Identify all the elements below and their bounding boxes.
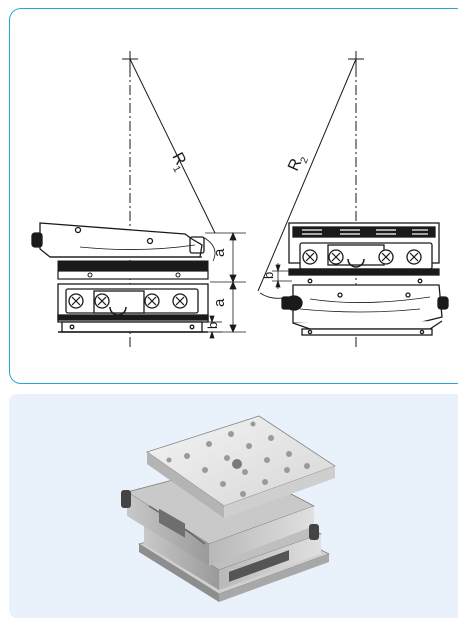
svg-text:1: 1 — [170, 164, 183, 174]
technical-drawing: R 1 R 2 a a b b — [31, 51, 449, 349]
right-lower-body — [281, 284, 449, 336]
dim-a-lower-label: a — [211, 298, 228, 307]
right-top-body — [288, 222, 440, 284]
right-radius-line — [257, 58, 357, 292]
left-rail — [57, 260, 209, 272]
svg-text:2: 2 — [299, 155, 311, 165]
right-dimension-b — [259, 263, 292, 299]
left-dimension-b — [208, 315, 222, 339]
product-photo-panel — [9, 394, 458, 618]
left-radius-label: R 1 — [168, 150, 188, 175]
dim-b-right-label: b — [261, 272, 276, 279]
dim-b-left-label: b — [205, 322, 220, 329]
right-radius-label: R 2 — [285, 155, 311, 173]
left-dimension-a — [205, 231, 246, 334]
dim-a-upper-label: a — [211, 248, 228, 257]
technical-drawing-panel: R 1 R 2 a a b b — [9, 8, 458, 384]
goniometer-stage-photo-icon — [121, 415, 336, 602]
left-top-plate — [31, 222, 205, 258]
left-angle-arc — [202, 236, 216, 262]
left-radius-line — [129, 58, 216, 234]
left-lower-body — [57, 283, 209, 333]
